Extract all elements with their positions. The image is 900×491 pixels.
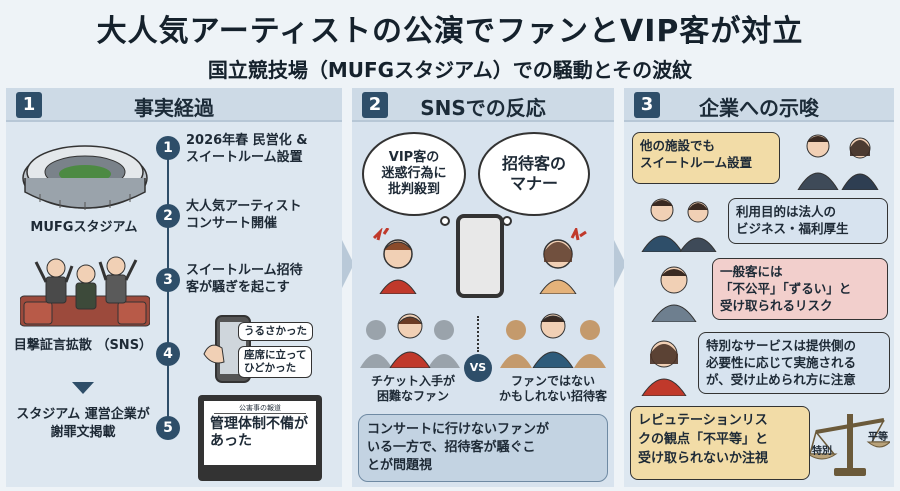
cloud-dot [440,216,450,226]
sns-bubble-1: うるさかった [238,322,313,341]
implication-box-5: レピュテーションリス クの観点「不平等」と 受け取られないか注視 [630,406,810,480]
panel-sns-header: 2 SNSでの反応 [352,88,614,122]
news-small-heading: 公害事の報道 [214,403,306,414]
upset-woman-illustration [539,228,587,294]
witness-label: 目撃証言拡散 （SNS） [13,338,153,353]
vs-badge: VS [464,354,492,382]
step-2-number: 2 [156,204,180,228]
panel-number: 3 [634,92,660,118]
chevron-right-icon [614,240,626,288]
thought-cloud-manners: 招待客の マナー [478,132,590,216]
panel-number: 2 [362,92,388,118]
fans-label: チケット入手が 困難なファン [370,374,455,403]
step-1-text: 2026年春 民営化 & スイートルーム設置 [186,133,308,165]
smartphone-icon [456,214,504,298]
main-title: 大人気アーティストの公演でファンとVIP客が対立 [96,14,804,49]
stadium-label: MUFGスタジアム [30,220,138,235]
step-5-number: 5 [156,416,180,440]
implication-box-2: 利用目的は法人の ビジネス・福利厚生 [728,198,888,244]
balance-scale-icon [810,414,890,476]
guests-group-illustration [500,313,606,368]
news-monitor: 公害事の報道 管理体制不備が あった [198,395,322,481]
chevron-right-icon [342,240,354,288]
thought-cloud-criticism: VIP客の 迷惑行為に 批判殺到 [362,132,466,216]
news-screen: 公害事の報道 管理体制不備が あった [204,401,316,465]
panel-title: 事実経過 [134,96,214,120]
step-3-number: 3 [156,268,180,292]
guests-label: ファンではない かもしれない招待客 [498,374,607,403]
panel-implications: 3 企業への示唆 他の施設でも スイートルーム設置 利用目的は法人の ビジネス・… [624,88,894,487]
angry-woman-illustration [372,228,417,294]
noisy-guests-illustration [20,256,150,327]
implication-box-3: 一般客には 「不公平」「ずるい」と 受け取られるリスク [712,258,888,320]
panel-title: 企業への示唆 [699,96,819,120]
header: 大人気アーティストの公演でファンとVIP客が対立 国立競技場（MUFGスタジアム… [0,0,900,84]
problem-summary-box: コンサートに行けないファンが いる一方で、招待客が騒ぐこ とが問題視 [358,414,608,482]
office-workers-illustration [641,198,717,252]
panel-sns: 2 SNSでの反応 VIP客の 迷惑行為に 批判殺到 招待客の マナー VS チ… [352,88,614,487]
scale-label-special: 特別 [812,446,832,457]
sns-bubble-2: 座席に立って ひどかった [238,346,313,378]
implication-box-4: 特別なサービスは提供側の 必要性に応じて実施される が、受け止められ方に注意 [698,332,890,394]
panel-facts-header: 1 事実経過 [6,88,342,122]
panel-facts: 1 事実経過 MUFGスタジアム 目撃証言拡散 （SNS） スタジアム 運営企業… [6,88,342,487]
step-4-number: 4 [156,342,180,366]
news-headline: 管理体制不備が あった [210,416,308,449]
apology-label: スタジアム 運営企業が 謝罪文掲載 [16,407,150,440]
step-1-number: 1 [156,136,180,160]
panel-title: SNSでの反応 [420,96,546,120]
business-people-illustration [797,134,879,190]
step-3-text: スイートルーム招待 客が騒ぎを起こす [186,263,303,295]
step-2-text: 大人気アーティスト コンサート開催 [186,199,302,231]
panel-implications-header: 3 企業への示唆 [624,88,894,122]
down-arrow-icon [72,382,94,394]
worried-man-illustration [651,266,697,322]
subtitle: 国立競技場（MUFGスタジアム）での騒動とその波紋 [207,58,693,82]
panel-number: 1 [16,92,42,118]
thinking-woman-illustration [641,340,687,396]
implication-box-1: 他の施設でも スイートルーム設置 [632,132,780,184]
divider-dotted [477,316,479,352]
fans-group-illustration [360,313,460,368]
stadium-illustration [22,145,148,210]
scale-label-equal: 平等 [868,432,888,443]
